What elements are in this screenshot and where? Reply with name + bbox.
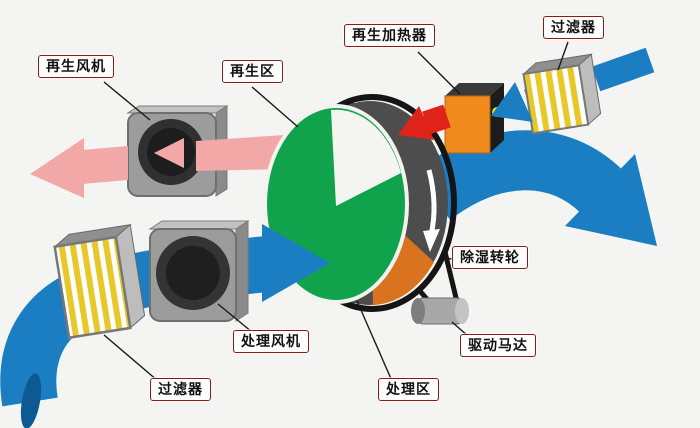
- regen-exhaust-arrow-head: [30, 138, 84, 198]
- regen-heater-side-face: [490, 83, 504, 153]
- motor-left-cap: [411, 298, 425, 324]
- process-air-outlet-arrow: [413, 130, 657, 246]
- wheel-rotation-arrow-head: [423, 229, 440, 252]
- intake-filter: [53, 223, 146, 340]
- leader-regen-heater: [417, 51, 461, 95]
- wheel-regen-sector: [331, 109, 401, 206]
- regen-fan: [126, 105, 229, 197]
- process-fan-inlet: [166, 246, 220, 300]
- label-filter-top: 过滤器: [543, 16, 604, 39]
- regen-inlet-band-right: [591, 47, 655, 92]
- label-process-zone: 处理区: [378, 378, 439, 401]
- drive-belt-right-strand: [442, 251, 460, 303]
- leader-process-zone: [356, 300, 393, 382]
- leader-filter-top: [557, 41, 569, 71]
- hot-air-band: [422, 104, 451, 135]
- label-regen-fan: 再生风机: [38, 55, 114, 78]
- outlet-arrow-head: [565, 154, 657, 246]
- regen-heater: [444, 83, 504, 154]
- regen-filter: [521, 53, 602, 135]
- intake-filter-media: [53, 235, 132, 340]
- leader-dehumid-wheel: [443, 257, 453, 260]
- regen-fan-top-face: [126, 105, 229, 114]
- regen-exhaust-band-left: [82, 146, 128, 184]
- wheel-rotation-arrow: [426, 169, 437, 236]
- regen-inlet-arrow-head: [491, 82, 533, 122]
- label-process-fan: 处理风机: [233, 330, 309, 353]
- leader-regen-fan: [103, 81, 151, 121]
- regen-heater-front-face: [444, 95, 491, 154]
- process-fan-top-face: [148, 220, 250, 230]
- label-dehumid-wheel: 除湿转轮: [452, 246, 528, 269]
- motor-right-cap: [455, 298, 469, 324]
- leader-filter-bottom: [103, 334, 159, 382]
- label-drive-motor: 驱动马达: [460, 334, 536, 357]
- regen-exhaust-band-right: [196, 135, 284, 171]
- drive-motor: [411, 251, 469, 325]
- leader-drive-motor: [451, 321, 469, 337]
- dehumidifier-wheel: [263, 94, 457, 312]
- process-fan: [148, 220, 250, 322]
- label-filter-bottom: 过滤器: [150, 378, 211, 401]
- outlet-arrow-band: [413, 130, 624, 221]
- label-regen-zone: 再生区: [222, 60, 283, 83]
- callout-lines: [103, 41, 569, 382]
- regen-heater-top-face: [445, 83, 504, 96]
- process-air-arrow-head: [262, 224, 330, 302]
- process-fan-side-face: [235, 220, 249, 322]
- hot-air-arrow: [398, 104, 451, 140]
- regen-filter-media: [522, 64, 590, 135]
- leader-regen-zone: [251, 86, 299, 128]
- hot-air-arrow-head: [398, 106, 434, 140]
- intake-duct-opening: [20, 373, 42, 428]
- regen-exhaust-arrow: [30, 135, 284, 198]
- label-regen-heater: 再生加热器: [344, 24, 435, 47]
- leader-process-fan: [217, 303, 253, 333]
- regen-exhaust-inner-arrow-head: [154, 138, 184, 168]
